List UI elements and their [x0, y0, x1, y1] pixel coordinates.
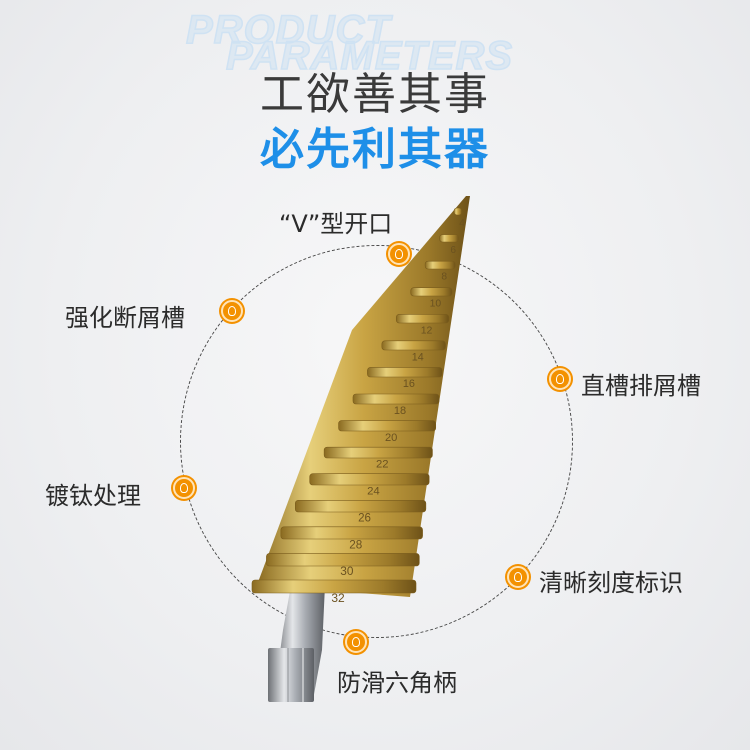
- drill-step: [395, 313, 450, 324]
- scale-mark-label: 32: [331, 591, 345, 605]
- feature-straight-flute-label: 直槽排屑槽: [581, 372, 701, 400]
- drill-step: [338, 420, 437, 432]
- drill-step: [294, 499, 427, 513]
- feature-circle: [180, 245, 573, 638]
- scale-mark-label: 24: [367, 486, 380, 498]
- drill-step: [439, 234, 460, 243]
- drill-step: [453, 207, 463, 216]
- drill-scale-marks: 4 6 8 10 12 14 16 18 20 22 24 26 28 30 32: [331, 218, 465, 605]
- scale-mark-label: 16: [403, 378, 415, 390]
- drill-step: [309, 473, 430, 486]
- drill-step: [323, 446, 433, 459]
- headline-line1: 工欲善其事: [260, 69, 490, 120]
- drill-step: [424, 260, 456, 270]
- drill-step: [280, 526, 423, 540]
- drill-step: [381, 340, 446, 351]
- drill-steps: [251, 207, 463, 594]
- scale-mark-label: 6: [450, 245, 456, 256]
- hex-shank-marker-icon: [345, 631, 367, 653]
- feature-titanium-coating-label: 镀钛处理: [45, 482, 141, 510]
- scale-mark-label: 30: [340, 564, 354, 578]
- drill-step: [352, 393, 440, 405]
- scale-mark-label: 10: [430, 299, 442, 310]
- v-opening-marker-icon: [388, 243, 410, 265]
- drill-step: [367, 367, 443, 378]
- feature-chip-breaker-label: 强化断屑槽: [65, 304, 185, 332]
- scale-mark-label: 8: [441, 272, 447, 283]
- headline-line2: 必先利其器: [260, 124, 490, 175]
- scale-mark-marker-icon: [507, 566, 529, 588]
- scale-mark-label: 26: [358, 512, 371, 524]
- titanium-coating-marker-icon: [173, 477, 195, 499]
- straight-flute-marker-icon: [549, 368, 571, 390]
- scale-mark-label: 20: [385, 432, 397, 444]
- scale-mark-label: 28: [349, 538, 362, 551]
- drill-step: [251, 579, 417, 594]
- chip-breaker-marker-icon: [221, 300, 243, 322]
- watermark-parameters: PARAMETERS: [225, 33, 514, 79]
- feature-v-opening-label: “V”型开口: [279, 210, 393, 238]
- drill-step: [266, 553, 420, 567]
- scale-mark-label: 18: [394, 405, 406, 417]
- feature-hex-shank-label: 防滑六角柄: [337, 669, 457, 697]
- scale-mark-label: 14: [412, 351, 424, 363]
- scale-mark-label: 4: [459, 218, 465, 229]
- hex-shank: [268, 580, 325, 702]
- drill-step: [410, 287, 453, 297]
- watermark-product: PRODUCT: [185, 7, 391, 53]
- scale-mark-label: 12: [421, 324, 433, 336]
- feature-scale-mark-label: 清晰刻度标识: [539, 569, 683, 597]
- scale-mark-label: 22: [376, 459, 389, 471]
